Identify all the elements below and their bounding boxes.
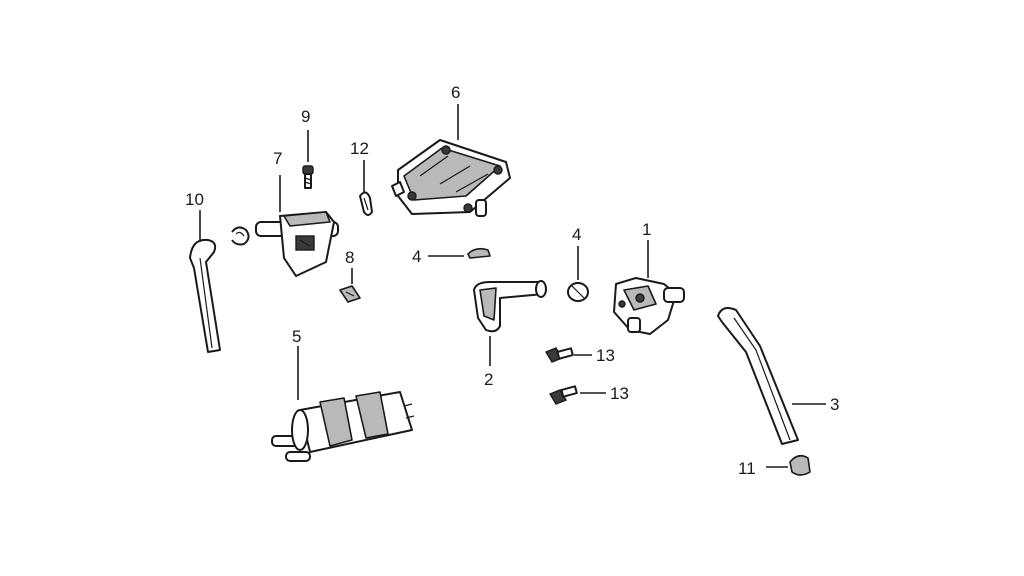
part-12-clip — [359, 191, 373, 216]
part-5-pump — [271, 391, 415, 462]
part-9-screw — [302, 165, 314, 189]
callout-11: 11 — [738, 459, 756, 478]
part-11-clamp — [789, 454, 811, 476]
callout-2: 2 — [484, 370, 493, 389]
part-13-bolt-upper — [544, 347, 574, 363]
part-4-clamp-right — [567, 282, 589, 302]
callout-10: 10 — [185, 190, 204, 209]
hose-clip — [231, 226, 250, 246]
callout-13a: 13 — [596, 346, 615, 365]
callout-13b: 13 — [610, 384, 629, 403]
part-4-clamp-left — [467, 247, 491, 259]
callout-9: 9 — [301, 107, 310, 126]
part-3-hose — [717, 307, 799, 445]
part-8-nut — [339, 285, 361, 303]
callout-5: 5 — [292, 327, 301, 346]
callout-4b: 4 — [572, 225, 581, 244]
callout-1: 1 — [642, 220, 651, 239]
part-6-canister — [391, 139, 511, 217]
part-1-valve — [613, 277, 685, 335]
callout-3: 3 — [830, 395, 839, 414]
callout-6: 6 — [451, 83, 460, 102]
part-7-valve — [255, 211, 339, 277]
part-13-bolt-lower — [548, 385, 578, 405]
part-10-hose — [189, 238, 221, 353]
callout-12: 12 — [350, 139, 369, 158]
callout-8: 8 — [345, 248, 354, 267]
callout-7: 7 — [273, 149, 282, 168]
part-2-elbow — [473, 280, 547, 333]
callout-4a: 4 — [412, 247, 421, 266]
